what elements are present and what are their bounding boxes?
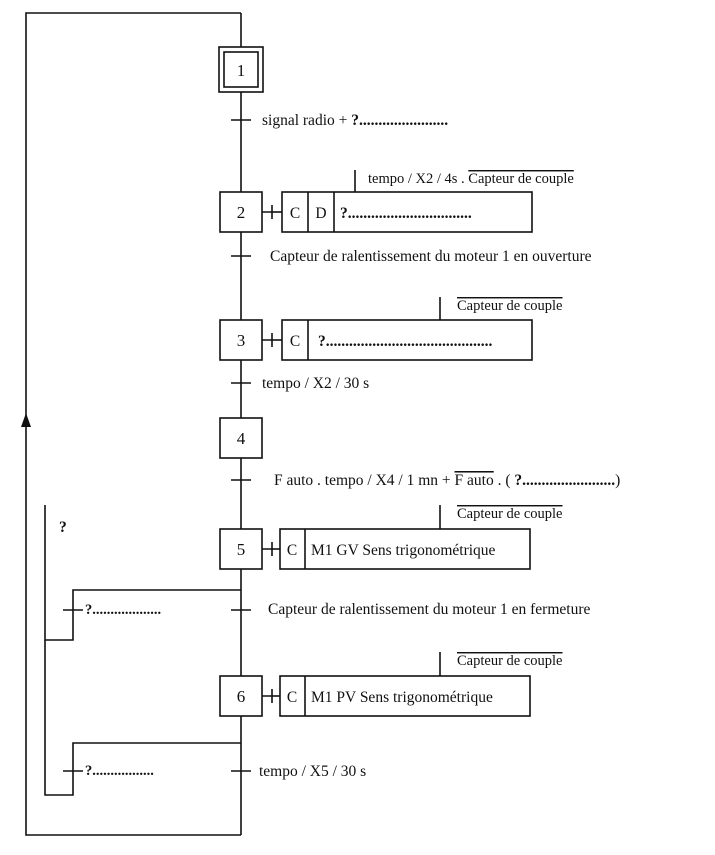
transition-4-label-a: F auto . tempo / X4 / 1 mn + bbox=[274, 472, 455, 489]
step-2: 2 bbox=[219, 191, 263, 233]
svg-text:signal radio + ?..............: signal radio + ?....................... bbox=[262, 112, 448, 129]
action-2-d: D bbox=[315, 205, 326, 222]
action-2-c: C bbox=[290, 205, 300, 222]
action-5-c: C bbox=[287, 542, 297, 559]
transition-5-label: Capteur de ralentissement du moteur 1 en… bbox=[268, 601, 590, 618]
action-step-3: C ?.....................................… bbox=[262, 297, 563, 361]
action-6-c: C bbox=[287, 689, 297, 706]
transition-3-label: tempo / X2 / 30 s bbox=[262, 375, 369, 392]
transition-2-label: Capteur de ralentissement du moteur 1 en… bbox=[270, 248, 592, 265]
action-step-6: C M1 PV Sens trigonométrique Capteur de … bbox=[262, 652, 563, 717]
action-6-condition-negated: Capteur de couple bbox=[457, 653, 563, 669]
transition-6-label: tempo / X5 / 30 s bbox=[259, 763, 366, 780]
action-2-condition-pre: tempo / X2 / 4s . bbox=[368, 171, 468, 187]
action-3-condition-negated: Capteur de couple bbox=[457, 298, 563, 314]
branch-5-blank: ?................... bbox=[85, 602, 161, 618]
branch-6-blank: ?................. bbox=[85, 763, 154, 779]
action-step-2: C D ?................................ te… bbox=[262, 170, 574, 233]
step-4: 4 bbox=[219, 417, 263, 459]
action-6-text: M1 PV Sens trigonométrique bbox=[311, 689, 493, 706]
branch-from-step-6: ?................. bbox=[44, 640, 241, 796]
question-mark-label: ? bbox=[59, 519, 67, 536]
step-3-label: 3 bbox=[237, 331, 246, 350]
step-3: 3 bbox=[219, 319, 263, 361]
return-loop-line bbox=[25, 12, 241, 836]
transition-2: Capteur de ralentissement du moteur 1 en… bbox=[231, 248, 592, 265]
step-4-label: 4 bbox=[237, 429, 246, 448]
transition-4-negated-f-auto: F auto bbox=[455, 472, 494, 489]
branch-from-step-5: ?................... bbox=[44, 505, 241, 641]
transition-4: F auto . tempo / X4 / 1 mn + F auto . ( … bbox=[231, 472, 620, 489]
action-2-condition-negated: Capteur de couple bbox=[468, 171, 574, 187]
transition-1-blank: ?....................... bbox=[351, 112, 448, 129]
action-step-5: C M1 GV Sens trigonométrique Capteur de … bbox=[262, 505, 563, 570]
step-1-initial: 1 bbox=[218, 46, 264, 93]
svg-text:F auto . tempo / X4 / 1 mn + F: F auto . tempo / X4 / 1 mn + F auto . ( … bbox=[274, 472, 620, 489]
step-5-label: 5 bbox=[237, 540, 246, 559]
action-5-condition-negated: Capteur de couple bbox=[457, 506, 563, 522]
transition-4-blank: ?........................ bbox=[514, 472, 615, 489]
arrow-up-icon bbox=[21, 413, 31, 427]
svg-text:tempo / X2 / 4s . Capteur de c: tempo / X2 / 4s . Capteur de couple bbox=[368, 171, 574, 187]
action-2-text: ?................................ bbox=[340, 205, 472, 222]
action-3-text: ?.......................................… bbox=[318, 333, 493, 350]
action-3-c: C bbox=[290, 333, 300, 350]
transition-3: tempo / X2 / 30 s bbox=[231, 375, 369, 392]
step-5: 5 bbox=[219, 528, 263, 570]
transition-6: tempo / X5 / 30 s bbox=[231, 763, 366, 780]
transition-1: signal radio + ?....................... bbox=[231, 112, 448, 129]
transition-1-label: signal radio + bbox=[262, 112, 351, 129]
transition-4-label-c: ) bbox=[615, 472, 620, 489]
step-2-label: 2 bbox=[237, 203, 246, 222]
transition-5: Capteur de ralentissement du moteur 1 en… bbox=[231, 601, 590, 618]
action-5-text: M1 GV Sens trigonométrique bbox=[311, 542, 496, 559]
step-1-label: 1 bbox=[237, 61, 246, 80]
transition-4-label-b: . ( bbox=[494, 472, 515, 489]
step-6-label: 6 bbox=[237, 687, 246, 706]
step-6: 6 bbox=[219, 675, 263, 717]
